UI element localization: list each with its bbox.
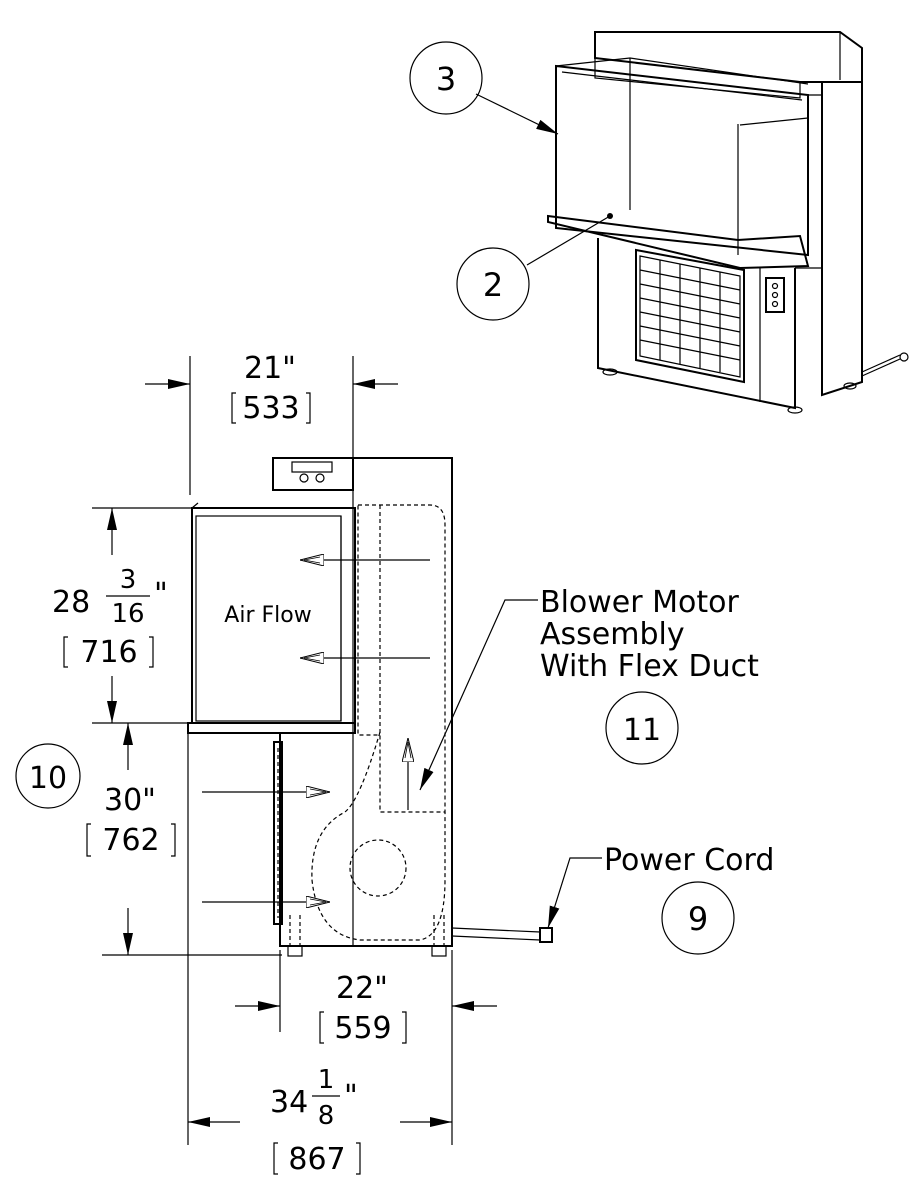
svg-text:": " bbox=[154, 577, 168, 612]
side-view bbox=[187, 457, 553, 957]
svg-text:1: 1 bbox=[318, 1065, 335, 1095]
svg-text:10: 10 bbox=[29, 761, 67, 796]
grille-lines bbox=[639, 260, 741, 372]
dim-upper-height: 28 3 16 " 716 bbox=[52, 507, 192, 724]
svg-text:2: 2 bbox=[483, 266, 503, 304]
callout-10: 10 bbox=[15, 743, 81, 809]
svg-text:30": 30" bbox=[104, 783, 156, 818]
air-flow-label: Air Flow bbox=[224, 603, 311, 628]
callout-3: 3 bbox=[409, 41, 559, 135]
dim-base-width: 22" 559 bbox=[235, 950, 497, 1046]
svg-text:3: 3 bbox=[436, 60, 456, 98]
svg-text:With Flex Duct: With Flex Duct bbox=[540, 649, 759, 684]
svg-text:9: 9 bbox=[688, 900, 708, 938]
svg-text:Power Cord: Power Cord bbox=[604, 843, 774, 878]
dim-total-depth: 34 1 8 " 867 bbox=[187, 733, 453, 1177]
svg-text:22": 22" bbox=[336, 971, 388, 1006]
svg-text:34: 34 bbox=[270, 1085, 308, 1120]
svg-text:533: 533 bbox=[242, 391, 299, 426]
blower-motor-label: Blower Motor Assembly With Flex Duct bbox=[419, 585, 759, 791]
svg-text:Blower Motor: Blower Motor bbox=[540, 585, 739, 620]
power-cord-label: Power Cord bbox=[547, 843, 774, 929]
svg-text:867: 867 bbox=[288, 1142, 345, 1177]
svg-text:559: 559 bbox=[334, 1011, 391, 1046]
svg-text:8: 8 bbox=[318, 1101, 335, 1131]
dim-lower-height: 30" 762 bbox=[86, 723, 282, 956]
svg-text:762: 762 bbox=[102, 823, 159, 858]
svg-text:Assembly: Assembly bbox=[540, 617, 685, 652]
callout-2: 2 bbox=[456, 213, 613, 321]
isometric-view bbox=[547, 31, 909, 414]
callout-9: 9 bbox=[661, 881, 735, 955]
callout-11: 11 bbox=[605, 691, 679, 765]
svg-text:": " bbox=[344, 1079, 358, 1114]
svg-text:3: 3 bbox=[120, 565, 137, 595]
dim-top-width: 21" 533 bbox=[145, 351, 398, 495]
svg-text:16: 16 bbox=[111, 599, 144, 629]
svg-text:11: 11 bbox=[623, 713, 661, 748]
airflow-arrows bbox=[202, 560, 430, 902]
svg-text:716: 716 bbox=[80, 635, 137, 670]
svg-text:21": 21" bbox=[244, 351, 296, 386]
svg-text:28: 28 bbox=[52, 585, 90, 620]
